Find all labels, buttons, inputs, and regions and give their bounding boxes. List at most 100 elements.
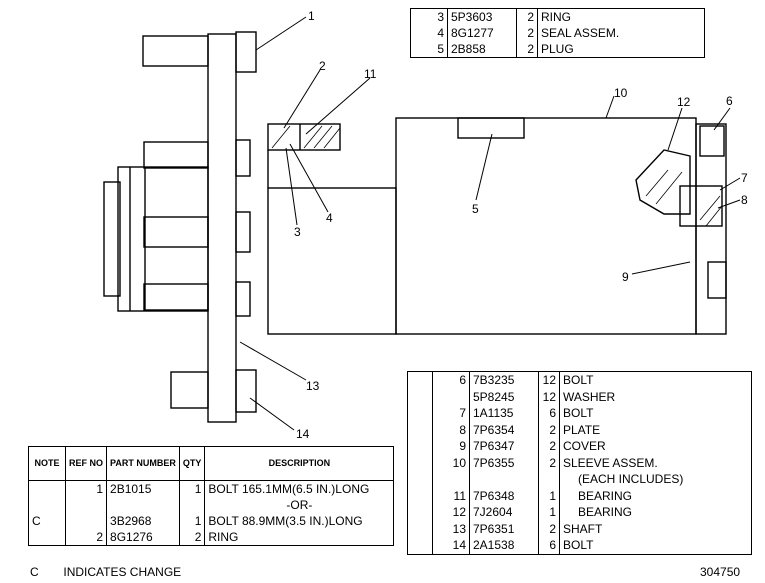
ref-cell: 2 [65, 529, 108, 546]
sleeve-body [395, 117, 697, 335]
ref-cell: 11 [432, 487, 470, 504]
note-cell [407, 421, 433, 438]
description-cell: BOLT [563, 373, 594, 388]
ref-cell [432, 471, 470, 488]
description-cell: BEARING [578, 505, 633, 520]
callout-8: 8 [741, 193, 748, 207]
note-cell [407, 405, 433, 422]
part-number-cell: 7J2604 [469, 504, 539, 521]
header-part: PART NUMBER [106, 446, 180, 481]
ref-cell [65, 513, 108, 529]
part-number-cell: 7P6351 [469, 520, 539, 537]
qty-cell: 1 [538, 504, 560, 521]
part-number-cell: 7P6348 [469, 487, 539, 504]
ref-cell: 3 [410, 8, 448, 25]
ref-cell: 1 [65, 480, 108, 497]
part-number-cell: 1A1135 [469, 405, 539, 422]
callout-13: 13 [306, 379, 320, 393]
callout-11: 11 [364, 67, 377, 81]
ref-cell: 9 [432, 438, 470, 455]
note-cell [407, 454, 433, 471]
description-cell: -OR- [286, 498, 313, 512]
hub-housing [117, 166, 209, 312]
description-cell: PLUG [541, 42, 574, 56]
qty-cell: 6 [538, 537, 560, 554]
part-number-cell: 7P6347 [469, 438, 539, 455]
qty-cell: 2 [516, 25, 538, 41]
bolt-bottom-head [235, 369, 257, 413]
description-cell: RING [208, 530, 239, 544]
ref-cell: 8 [432, 421, 470, 438]
part-number-cell [106, 497, 180, 513]
description-cell: WASHER [563, 389, 616, 404]
header-desc: DESCRIPTION [204, 446, 394, 481]
note-cell [28, 480, 66, 497]
callout-12: 12 [677, 95, 691, 109]
part-number-cell [469, 471, 539, 488]
qty-cell: 2 [538, 454, 560, 471]
header-qty: QTY [179, 446, 206, 481]
note-cell [407, 537, 433, 554]
part-number-cell: 7P6355 [469, 454, 539, 471]
change-text: INDICATES CHANGE [63, 565, 182, 579]
ref-cell [432, 388, 470, 405]
callout-10: 10 [614, 86, 628, 100]
ref-cell: 13 [432, 520, 470, 537]
callout-1: 1 [308, 9, 315, 23]
description-cell: SLEEVE ASSEM. [563, 455, 658, 470]
callout-6: 6 [726, 94, 733, 108]
callout-14: 14 [296, 427, 310, 441]
table-row: -OR- [28, 497, 394, 513]
seal-collar [267, 123, 341, 151]
ref-cell: 5 [410, 41, 448, 58]
description-cell: BOLT [563, 538, 594, 553]
part-number-cell: 2B1015 [106, 480, 180, 497]
qty-cell: 2 [179, 529, 206, 546]
part-number-cell: 5P8245 [469, 388, 539, 405]
note-cell [407, 371, 433, 389]
description-cell: BOLT 88.9MM(3.5 IN.)LONG [208, 514, 363, 528]
qty-cell [179, 497, 206, 513]
qty-cell: 1 [179, 513, 206, 529]
figure-number: 304750 [700, 565, 741, 579]
qty-cell: 12 [538, 371, 560, 389]
bolt-bottom-shank [170, 371, 209, 409]
plug [457, 117, 525, 139]
hub-nut-mid [143, 216, 209, 248]
end-cover [695, 123, 727, 335]
part-number-cell: 8G1276 [106, 529, 180, 546]
note-cell [407, 438, 433, 455]
note-cell: C [28, 513, 66, 529]
header-note: NOTE [28, 446, 66, 481]
ref-cell: 4 [410, 25, 448, 41]
callout-4: 4 [326, 211, 333, 225]
description-cell: SEAL ASSEM. [541, 26, 620, 40]
qty-cell: 2 [516, 8, 538, 25]
bolt-top-head [235, 31, 257, 73]
hub-nut-top [143, 141, 209, 169]
change-legend: C INDICATES CHANGE [30, 565, 181, 579]
note-cell [28, 497, 66, 513]
header-ref: REF NO [65, 446, 108, 481]
note-cell [407, 487, 433, 504]
qty-cell: 12 [538, 388, 560, 405]
change-code: C [30, 565, 39, 579]
bolt-top-shank [142, 35, 209, 67]
description-cell: BOLT [563, 406, 594, 421]
description-cell: BOLT 165.1MM(6.5 IN.)LONG [208, 482, 370, 496]
part-number-cell: 7P6354 [469, 421, 539, 438]
flange-plate [207, 33, 237, 423]
description-cell: COVER [563, 439, 606, 454]
ref-cell [65, 497, 108, 513]
